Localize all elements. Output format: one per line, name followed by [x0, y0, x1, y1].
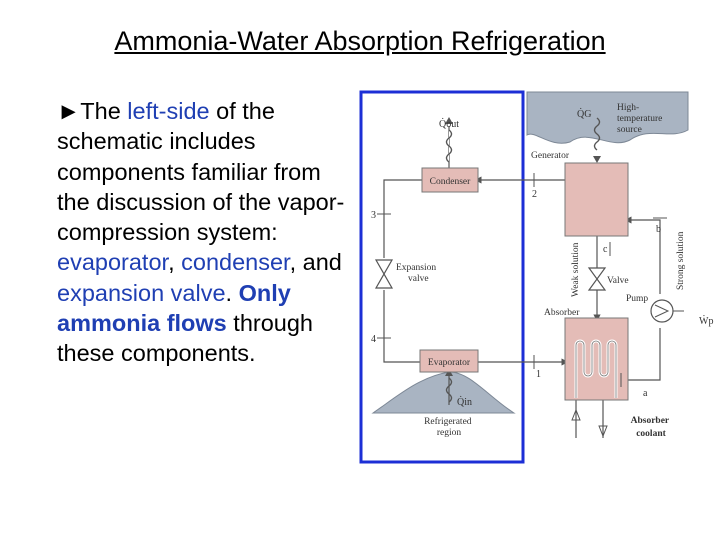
point-1-label: 1: [536, 369, 541, 380]
expansion-valve-label: Expansion valve: [396, 263, 438, 284]
expansion-valve-symbol: [374, 259, 394, 289]
condenser-box: [421, 167, 479, 193]
strong-solution-label: Strong solution: [676, 231, 686, 290]
generator-label: Generator: [531, 151, 570, 161]
point-4-label: 4: [371, 334, 376, 345]
point-c-label: c: [603, 244, 608, 255]
q-g-heat-arrow: [593, 117, 601, 151]
point-a-label: a: [643, 388, 648, 399]
q-out-label: Q̇out: [439, 118, 459, 130]
left-side-highlight-box: [359, 90, 525, 464]
slide-title: Ammonia-Water Absorption Refrigeration: [114, 26, 606, 56]
text-run: through these components.: [57, 310, 313, 367]
evaporator-label: Evaporator: [428, 358, 471, 368]
q-out-heat-arrow: [445, 129, 453, 163]
absorber-box: [564, 317, 629, 401]
bullet-text: ►The left-side of the schematic includes…: [57, 96, 357, 369]
text-run: , and: [289, 249, 342, 276]
text-condenser: condenser: [181, 249, 290, 276]
q-in-label: Q̇in: [457, 396, 472, 408]
refrigerated-region-label: Refrigerated region: [424, 416, 474, 438]
pump-label: Pump: [626, 294, 648, 304]
point-b-label: b: [656, 224, 661, 235]
coolant-in-arrow: [571, 408, 581, 421]
absorber-coolant-label: Absorber coolant: [631, 416, 672, 439]
q-g-arrowhead: [593, 156, 601, 163]
coolant-out-arrow: [598, 425, 608, 438]
point-3-label: 3: [371, 210, 376, 221]
text-expansion-valve: expansion valve: [57, 279, 226, 306]
bullet-marker: ►: [57, 98, 81, 124]
state-ticks: [377, 173, 667, 387]
pump-symbol-inner: [654, 304, 670, 318]
text-run: .: [225, 279, 239, 306]
point-2-label: 2: [532, 189, 537, 200]
pump-symbol: [650, 299, 674, 323]
weak-solution-label: Weak solution: [571, 242, 581, 297]
text-left-side: left-side: [127, 98, 210, 124]
condenser-label: Condenser: [430, 177, 471, 187]
q-in-heat-arrow: [445, 377, 453, 403]
w-p-label: Ẇp: [699, 315, 713, 327]
high-temperature-source-label: High- temperature source: [617, 103, 665, 135]
refrigerated-region-shape: [371, 371, 516, 414]
absorber-coil-outline: [575, 340, 617, 398]
q-g-label: Q̇G: [577, 108, 591, 120]
absorber-label: Absorber: [544, 308, 580, 318]
text-run: ,: [168, 249, 182, 276]
q-out-arrowhead: [445, 117, 453, 124]
text-evaporator: evaporator: [57, 249, 169, 276]
evaporator-box: [419, 349, 479, 373]
text-run: of the schematic includes components fam…: [57, 98, 345, 246]
text-run: The: [80, 98, 128, 124]
text-only-ammonia-flows: Only ammonia flows: [57, 279, 291, 337]
weak-solution-valve-symbol: [587, 267, 607, 291]
high-temperature-source-shape: [526, 91, 689, 144]
valve-label: Valve: [607, 276, 629, 286]
generator-box: [564, 162, 629, 237]
